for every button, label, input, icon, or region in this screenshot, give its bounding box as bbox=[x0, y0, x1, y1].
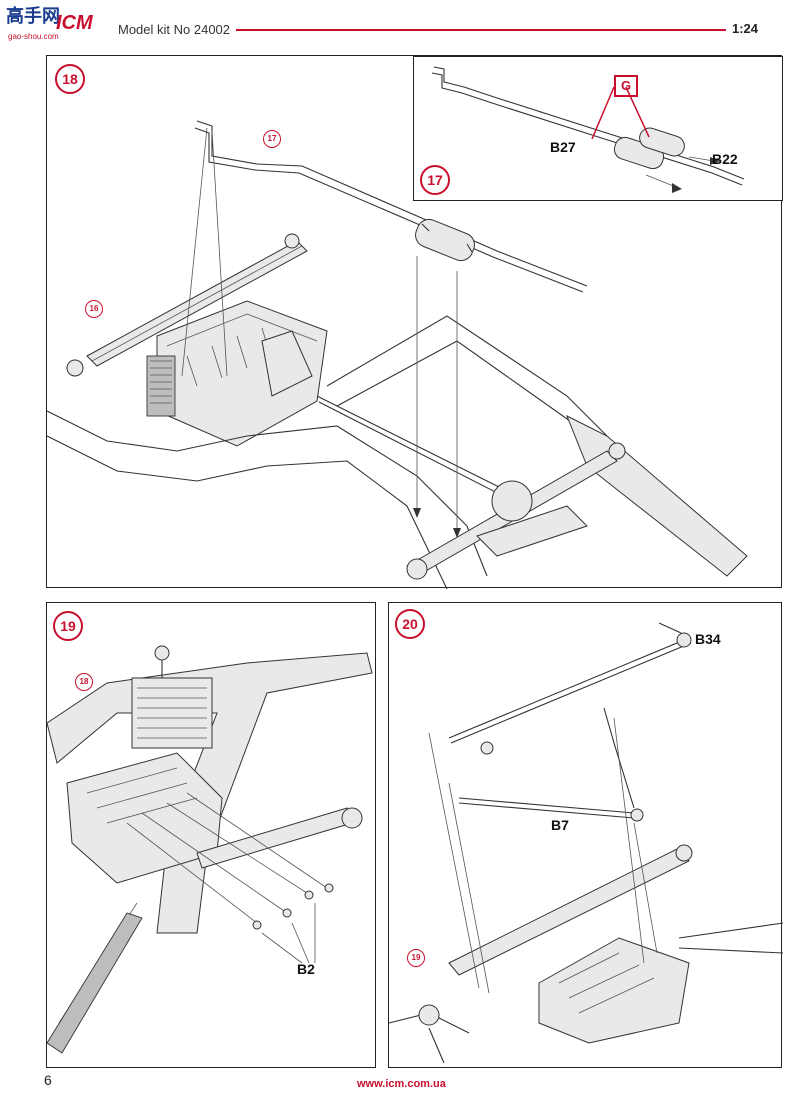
page-number: 6 bbox=[44, 1072, 52, 1088]
part-label-b22: B22 bbox=[712, 151, 738, 167]
page-title: Model kit No 24002 bbox=[118, 22, 231, 37]
step-number-17: 17 bbox=[420, 165, 450, 195]
step-20-illustration bbox=[388, 622, 784, 1064]
step-number-18: 18 bbox=[55, 64, 85, 94]
ref-step-19: 19 bbox=[407, 949, 425, 967]
logo-icm: ICM bbox=[56, 12, 93, 34]
logo-subtitle: gao-shou.com bbox=[8, 32, 59, 41]
header-rule bbox=[236, 29, 726, 31]
step-17-illustration bbox=[431, 66, 745, 193]
footer-url[interactable]: www.icm.com.ua bbox=[357, 1078, 446, 1090]
part-g-badge-label: G bbox=[620, 78, 632, 93]
header-logo: 高手网 ICM gao-shou.com bbox=[4, 2, 100, 48]
logo-chinese-text: 高手网 bbox=[6, 6, 60, 27]
ref-step-18: 18 bbox=[75, 673, 93, 691]
step-19-panel: 19 18 B2 bbox=[46, 602, 376, 1068]
part-label-b34: B34 bbox=[695, 631, 721, 647]
step-20-panel: 20 19 B34 B7 bbox=[388, 602, 784, 1068]
step-18-illustration bbox=[46, 120, 748, 590]
step-19-illustration bbox=[46, 645, 373, 1054]
step-number-19: 19 bbox=[53, 611, 83, 641]
ref-step-17: 17 bbox=[263, 130, 281, 148]
part-label-b7: B7 bbox=[551, 817, 569, 833]
step-number-20: 20 bbox=[395, 609, 425, 639]
step-17-inset: G B27 B22 17 bbox=[413, 56, 783, 201]
part-g-badge: G bbox=[614, 75, 638, 97]
step-18-panel: 18 17 16 G B27 B22 17 bbox=[46, 55, 783, 590]
scale-label: 1:24 bbox=[732, 21, 759, 36]
part-label-b2: B2 bbox=[297, 961, 315, 977]
ref-step-16: 16 bbox=[85, 300, 103, 318]
part-label-b27: B27 bbox=[550, 139, 576, 155]
